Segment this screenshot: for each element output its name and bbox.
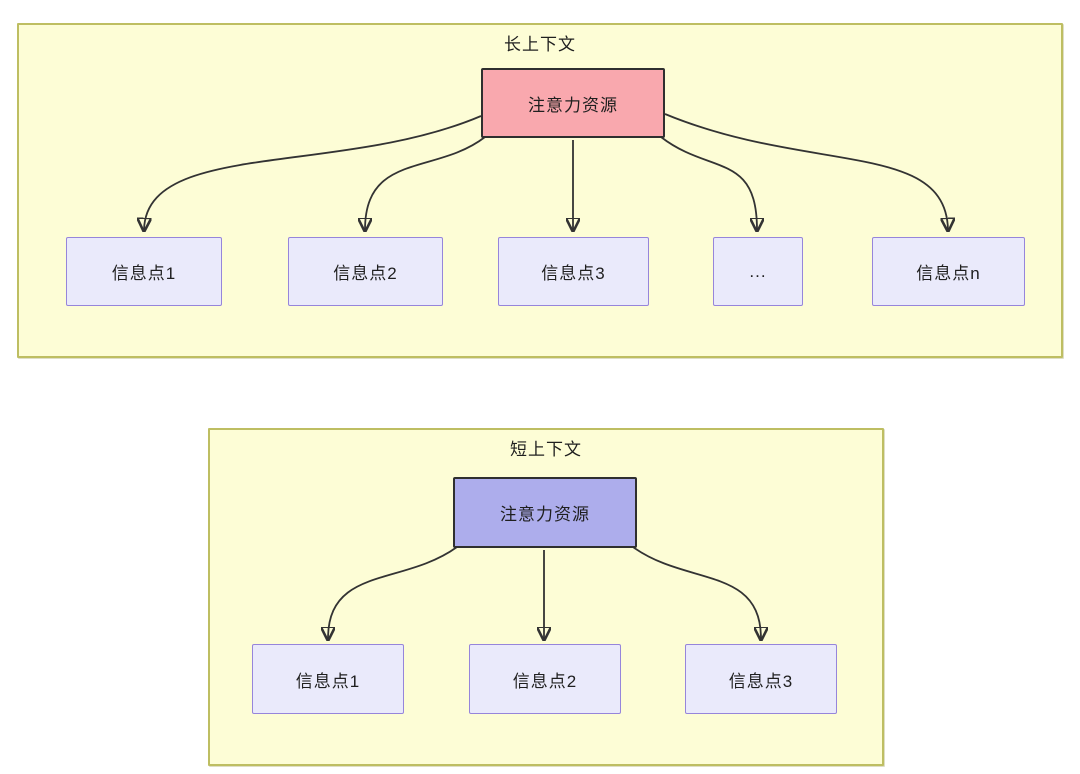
panel-long-title: 长上下文 bbox=[504, 35, 576, 54]
node-short-attention-resource: 注意力资源 bbox=[453, 477, 637, 548]
node-long-info-2: 信息点2 bbox=[288, 237, 443, 306]
node-long-attention-resource: 注意力资源 bbox=[481, 68, 665, 138]
node-long-info-n: 信息点n bbox=[872, 237, 1025, 306]
node-short-info-3: 信息点3 bbox=[685, 644, 837, 714]
node-long-info-ellipsis: ... bbox=[713, 237, 803, 306]
panel-short-title: 短上下文 bbox=[510, 440, 582, 459]
node-long-info-1: 信息点1 bbox=[66, 237, 222, 306]
node-short-info-2: 信息点2 bbox=[469, 644, 621, 714]
node-short-info-1: 信息点1 bbox=[252, 644, 404, 714]
node-long-info-3: 信息点3 bbox=[498, 237, 649, 306]
